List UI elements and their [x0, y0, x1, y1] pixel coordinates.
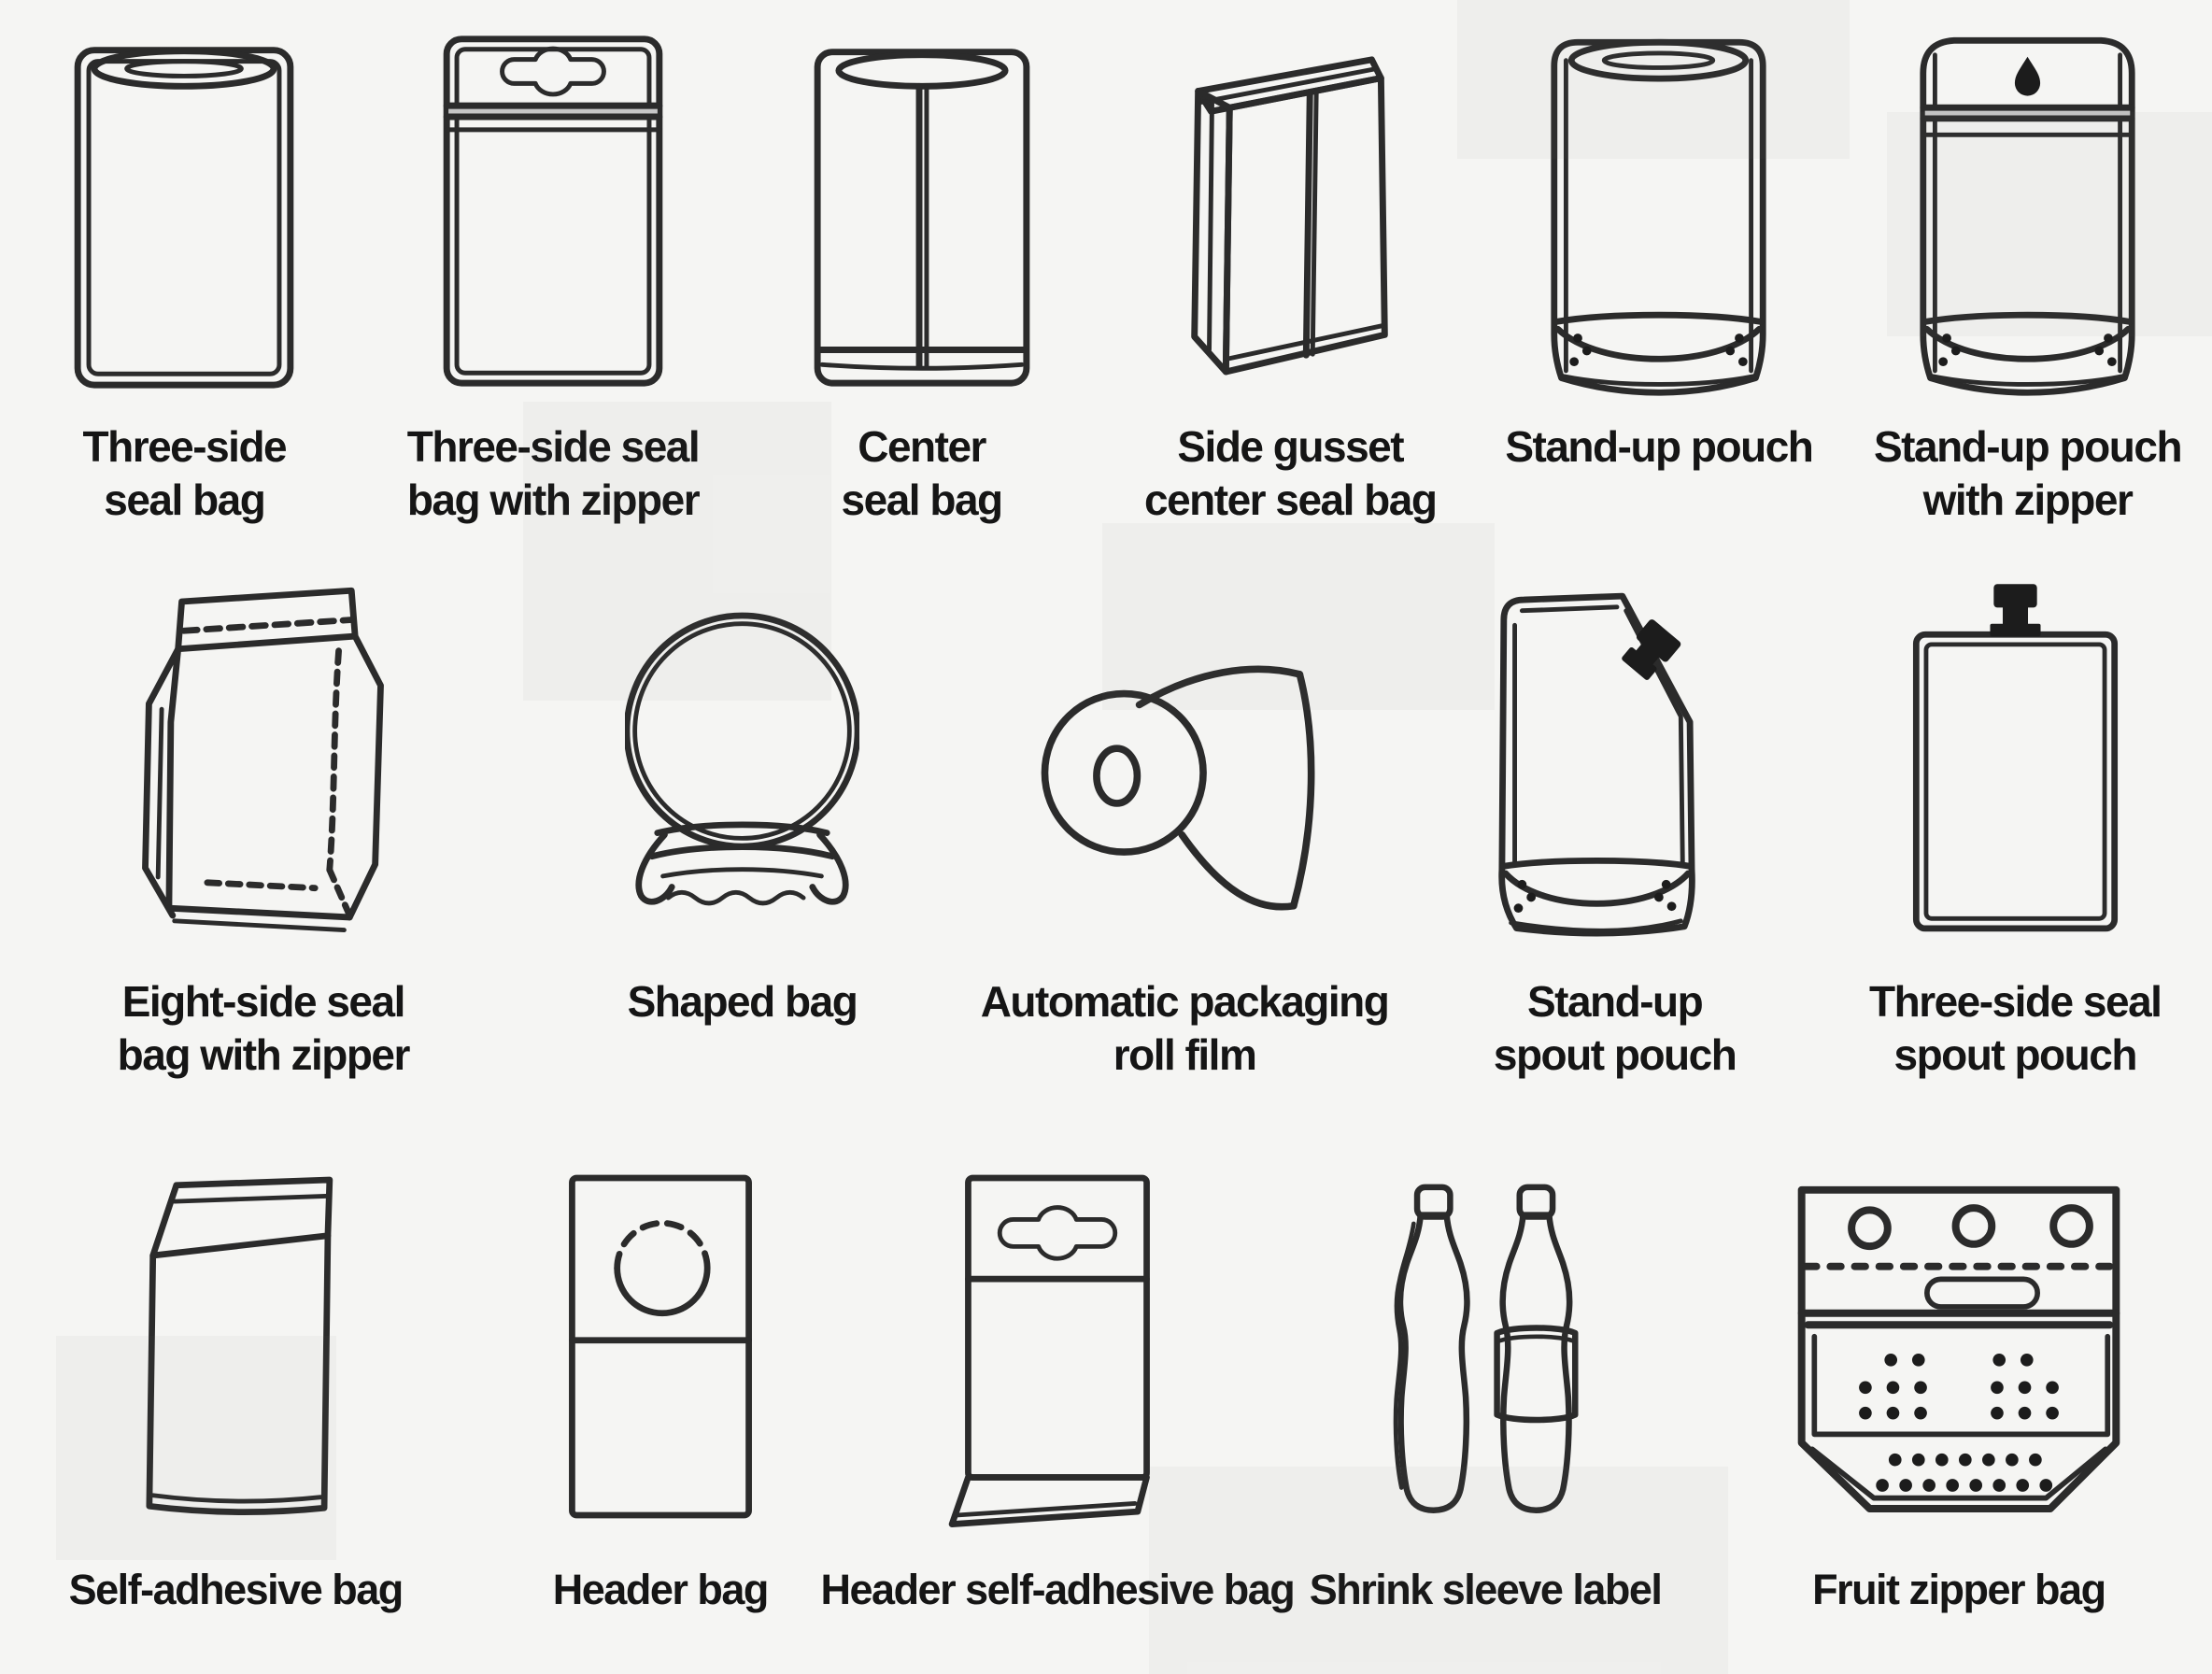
three-side-seal-bag-icon	[74, 47, 294, 389]
diagram-cell: Three-side seal bag with zipper	[369, 0, 738, 542]
bag-type-label: Stand-up pouch with zipper	[1873, 422, 2183, 525]
bag-type-label: Stand-up pouch	[1505, 422, 1814, 471]
self-adhesive-bag-icon	[146, 1176, 333, 1515]
bag-type-label: Shrink sleeve label	[1309, 1566, 1663, 1613]
bag-type-label: Automatic packaging roll film	[980, 977, 1390, 1080]
center-seal-bag-icon	[814, 49, 1029, 387]
stand-up-spout-pouch-icon	[1497, 592, 1695, 937]
stand-up-pouch-with-zipper-icon	[1920, 36, 2135, 396]
three-side-seal-bag-with-zipper-icon	[443, 35, 663, 387]
diagram-cell: Stand-up pouch with zipper	[1843, 0, 2212, 542]
automatic-packaging-roll-film-icon	[1041, 665, 1314, 911]
diagram-cell: Automatic packaging roll film	[957, 542, 1411, 1130]
bag-type-label: Stand-up spout pouch	[1493, 977, 1737, 1080]
diagram-cell: Self-adhesive bag	[0, 1130, 471, 1674]
diagram-cell: Center seal bag	[737, 0, 1106, 542]
fruit-zipper-bag-icon	[1797, 1185, 2120, 1512]
bag-type-label: Center seal bag	[841, 422, 1004, 525]
diagram-cell: Three-side seal bag	[0, 0, 369, 542]
diagram-cell: Side gusset center seal bag	[1106, 0, 1475, 542]
diagram-cell: Header self-adhesive bag	[821, 1130, 1296, 1674]
bag-type-label: Three-side seal bag with zipper	[406, 422, 701, 525]
shrink-sleeve-label-icon	[1393, 1184, 1579, 1513]
diagram-cell: Three-side seal spout pouch	[1818, 542, 2212, 1130]
bag-type-label: Shaped bag	[627, 977, 858, 1026]
bag-types-row-1: Three-side seal bag Three-side seal bag …	[0, 0, 2212, 542]
diagram-cell: Fruit zipper bag	[1706, 1130, 2212, 1674]
stand-up-pouch-icon	[1551, 38, 1766, 396]
bag-type-label: Eight-side seal bag with zipper	[117, 977, 411, 1080]
bag-types-row-3: Self-adhesive bag Header bag	[0, 1130, 2212, 1674]
diagram-cell: Stand-up pouch	[1475, 0, 1844, 542]
shaped-bag-icon	[624, 612, 859, 905]
side-gusset-center-seal-bag-icon	[1190, 56, 1388, 376]
bag-type-label: Header bag	[552, 1566, 770, 1613]
bag-type-label: Side gusset center seal bag	[1144, 422, 1438, 525]
bag-types-row-2: Eight-side seal bag with zipper Shaped b…	[0, 542, 2212, 1130]
bag-type-label: Header self-adhesive bag	[820, 1566, 1296, 1613]
diagram-cell: Shaped bag	[527, 542, 958, 1130]
bag-type-label: Fruit zipper bag	[1812, 1566, 2106, 1613]
bag-type-label: Three-side seal bag	[82, 422, 288, 525]
eight-side-seal-bag-with-zipper-icon	[142, 587, 385, 933]
bag-type-label: Three-side seal spout pouch	[1869, 977, 2162, 1080]
diagram-cell: Shrink sleeve label	[1265, 1130, 1705, 1674]
three-side-seal-spout-pouch-icon	[1912, 583, 2118, 931]
diagram-cell: Eight-side seal bag with zipper	[0, 542, 527, 1130]
diagram-cell: Stand-up spout pouch	[1411, 542, 1819, 1130]
diagram-cell: Header bag	[471, 1130, 849, 1674]
header-self-adhesive-bag-icon	[948, 1174, 1150, 1527]
bag-type-label: Self-adhesive bag	[68, 1566, 404, 1613]
header-bag-icon	[568, 1174, 752, 1518]
